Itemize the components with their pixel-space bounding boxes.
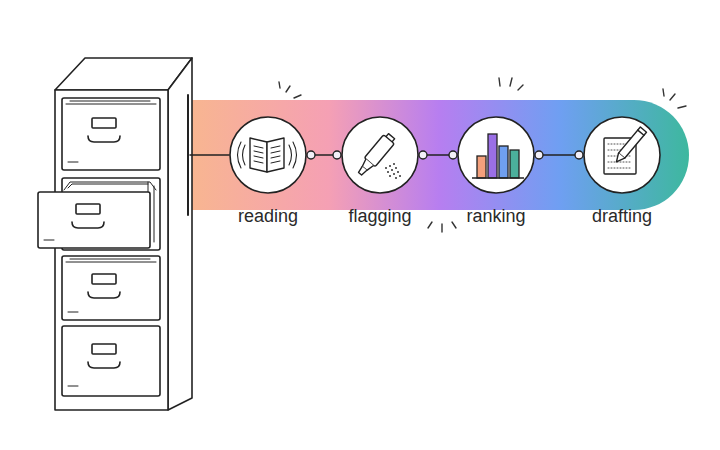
notepad xyxy=(604,138,636,174)
bar xyxy=(477,156,486,178)
sparkle xyxy=(499,78,523,90)
bar xyxy=(499,146,508,178)
circle-shape xyxy=(342,117,418,193)
open-drawer xyxy=(38,178,160,250)
step-label: flagging xyxy=(348,206,411,226)
connector-group xyxy=(419,151,457,159)
drawer-handle xyxy=(72,222,104,228)
connector-group xyxy=(535,151,583,159)
highlighter-cap xyxy=(386,134,395,142)
label-holder xyxy=(92,344,116,354)
circle-outline xyxy=(341,116,419,194)
baseline xyxy=(472,177,524,178)
process-circle: reading xyxy=(229,116,307,238)
connector-group xyxy=(307,151,341,159)
circle-shape xyxy=(458,117,534,193)
filing-cabinet xyxy=(38,58,229,410)
highlighter-tip xyxy=(358,166,367,175)
circle-shape xyxy=(230,117,306,193)
sparkle xyxy=(428,222,456,232)
pencil-body xyxy=(619,127,647,158)
drawer-mark xyxy=(44,240,54,241)
step-label: drafting xyxy=(592,206,652,226)
label-holder xyxy=(92,274,116,284)
drawer-handle xyxy=(88,136,120,142)
page xyxy=(267,138,284,172)
sparkles xyxy=(279,78,686,232)
pencil-band xyxy=(638,130,644,135)
folder-lines xyxy=(66,259,156,262)
connector-dot xyxy=(419,151,427,159)
process-circle: flagging xyxy=(341,116,419,238)
connector-dot xyxy=(535,151,543,159)
band-edge xyxy=(187,95,189,215)
connector-dot xyxy=(575,151,583,159)
label-holder xyxy=(76,204,100,214)
connector-dot xyxy=(307,151,315,159)
bar-chart-icon xyxy=(472,134,524,178)
dotted-texture xyxy=(608,144,632,168)
drawer xyxy=(62,256,160,320)
cabinet-front xyxy=(55,90,168,410)
highlighter-neck xyxy=(361,159,374,172)
cabinet-side xyxy=(168,58,192,410)
drawer-mark xyxy=(68,312,78,313)
gradient-band xyxy=(188,100,689,210)
bar xyxy=(510,150,519,178)
drawer-front xyxy=(62,326,160,396)
lead-line xyxy=(190,154,229,156)
drawer-mark xyxy=(68,162,78,163)
circle-outline xyxy=(229,116,307,194)
drawer-front xyxy=(38,192,150,248)
pencil-tip xyxy=(613,153,624,164)
highlighter-icon xyxy=(355,132,401,179)
page xyxy=(250,138,267,172)
sparkle xyxy=(663,89,686,108)
process-circle: ranking xyxy=(457,116,535,238)
circle-shape xyxy=(584,117,660,193)
newspaper-icon xyxy=(238,138,297,172)
drawer-handle xyxy=(88,292,120,298)
drawer-handle xyxy=(88,362,120,368)
highlight-dots xyxy=(385,163,401,179)
circle-outline xyxy=(457,116,535,194)
text-lines xyxy=(254,146,280,163)
folder-lines xyxy=(66,101,156,104)
bar xyxy=(488,134,497,178)
label-holder xyxy=(92,118,116,128)
circle-outline xyxy=(583,116,661,194)
wave-lines xyxy=(238,142,297,168)
step-label: ranking xyxy=(466,206,525,226)
drawer xyxy=(62,98,160,170)
notepad-icon xyxy=(604,127,646,174)
process-circle: drafting xyxy=(583,116,661,238)
step-label: reading xyxy=(238,206,298,226)
connector-dot xyxy=(333,151,341,159)
drawer-front xyxy=(62,98,160,170)
drawer xyxy=(62,326,160,396)
drawer-mark xyxy=(68,386,78,387)
highlighter-body xyxy=(364,135,394,167)
sparkle xyxy=(279,82,301,98)
drawer-front xyxy=(62,256,160,320)
connector-dot xyxy=(449,151,457,159)
